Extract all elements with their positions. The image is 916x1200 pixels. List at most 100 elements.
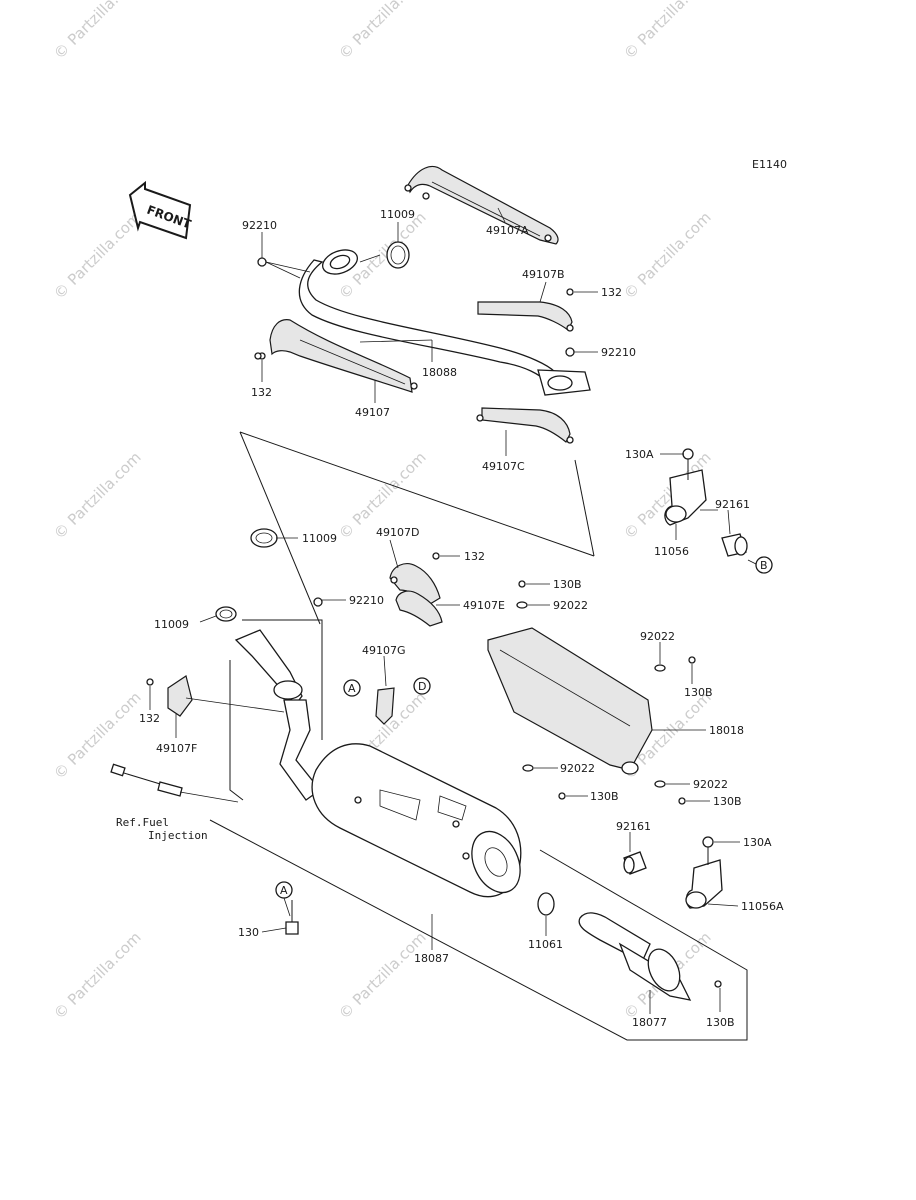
watermark-text: © Partzilla.com: [50, 0, 145, 63]
tail-pipe-18077: [578, 912, 692, 1001]
part-label: 11061: [528, 938, 563, 951]
part-label: 130B: [713, 795, 742, 808]
watermark-text: © Partzilla.com: [335, 928, 430, 1023]
watermark-text: © Partzilla.com: [50, 928, 145, 1023]
callout-a-mid: [343, 679, 361, 697]
heat-guard-49107B: [477, 301, 574, 332]
washer-92022-a: [516, 601, 528, 609]
washer-92022-d: [654, 780, 666, 788]
bolt-130: [285, 900, 299, 935]
head-pipe-18088: [298, 249, 591, 396]
front-pipe: [234, 629, 321, 801]
frame-line: [242, 619, 323, 740]
part-label: 11056A: [741, 900, 784, 913]
washer-92022-c: [522, 764, 534, 772]
part-label: 18077: [632, 1016, 667, 1029]
collar-92161-top: [721, 533, 748, 557]
bracket-11056: [664, 448, 707, 526]
part-label: 49107F: [156, 742, 197, 755]
callout-a-lower-label: A: [280, 884, 288, 897]
part-label: 11056: [654, 545, 689, 558]
bolt-130B-c: [558, 792, 566, 800]
part-label: 130B: [553, 578, 582, 591]
gasket-11061: [537, 892, 555, 916]
callout-b: [755, 556, 773, 574]
nut-92210-top: [257, 257, 267, 267]
bracket-11056A: [685, 836, 723, 909]
o2-sensor: [110, 763, 183, 797]
frame-line: [239, 431, 321, 625]
gasket-11009-left: [215, 606, 237, 622]
part-label: 49107: [355, 406, 390, 419]
callout-a-mid-label: A: [348, 682, 356, 695]
bolt-130B-bottom: [714, 980, 722, 988]
bolt-132-mid: [432, 552, 440, 560]
diagram-code: E1140: [752, 158, 787, 171]
part-label: 92022: [560, 762, 595, 775]
gasket-11009-mid: [250, 528, 278, 548]
part-label: 11009: [302, 532, 337, 545]
part-label: 49107B: [522, 268, 565, 281]
gasket-11009-mid-inner: [255, 532, 273, 544]
bolt-132-topright: [566, 288, 574, 296]
part-label: 49107A: [486, 224, 529, 237]
part-label: 11009: [154, 618, 189, 631]
part-label: 130B: [706, 1016, 735, 1029]
muffler-18087: [311, 743, 522, 898]
frame-line: [209, 819, 748, 1041]
part-label: 92022: [553, 599, 588, 612]
part-label: 18087: [414, 952, 449, 965]
bolt-130B-right: [688, 656, 696, 664]
front-arrow-icon: FRONT: [128, 180, 194, 240]
part-label: 132: [464, 550, 485, 563]
heat-guard-49107A: [404, 165, 559, 245]
part-label: 130B: [684, 686, 713, 699]
watermark-text: © Partzilla.com: [50, 208, 145, 303]
part-label: 130: [238, 926, 259, 939]
ref-note-line1: Ref.Fuel: [116, 816, 169, 829]
part-label: 130A: [743, 836, 772, 849]
part-label: 92210: [601, 346, 636, 359]
gasket-11009-top-inner: [390, 245, 406, 265]
part-label: 92022: [693, 778, 728, 791]
part-label: 49107C: [482, 460, 525, 473]
watermark-text: © Partzilla.com: [620, 208, 715, 303]
frame-line: [229, 660, 244, 801]
part-label: 132: [601, 286, 622, 299]
part-label: 130A: [625, 448, 654, 461]
nut-92210-right: [565, 347, 575, 357]
heat-guard-49107E: [395, 590, 443, 627]
watermark-text: © Partzilla.com: [620, 0, 715, 63]
callout-b-label: B: [760, 559, 768, 572]
part-label: 49107G: [362, 644, 406, 657]
callout-d: [413, 677, 431, 695]
part-label: 132: [251, 386, 272, 399]
watermark-text: © Partzilla.com: [50, 688, 145, 783]
part-label: 92022: [640, 630, 675, 643]
heat-guard-49107C: [476, 407, 574, 444]
ref-note-line2: Injection: [148, 829, 208, 842]
part-label: 49107D: [376, 526, 419, 539]
heat-guard-49107G: [375, 687, 395, 725]
part-label: 92210: [349, 594, 384, 607]
frame-line: [239, 431, 595, 557]
leader-lines: [149, 207, 757, 1014]
gasket-11009-left-inner: [219, 609, 233, 619]
collar-92161-b: [623, 851, 647, 875]
part-labels: 92210 11009 49107A 49107B 132 92210 1808…: [139, 208, 784, 1029]
watermark-layer: © Partzilla.com © Partzilla.com © Partzi…: [50, 0, 715, 1023]
bolt-132-left: [254, 352, 262, 360]
callout-d-label: D: [418, 680, 426, 693]
part-label: 132: [139, 712, 160, 725]
bolt-130B-mid: [518, 580, 526, 588]
heat-guard-49107F: [167, 675, 193, 717]
bolt-132-lower: [146, 678, 154, 686]
watermark-text: © Partzilla.com: [335, 0, 430, 63]
washer-92022-b: [654, 664, 666, 672]
part-label: 92161: [616, 820, 651, 833]
bolt-130B-d: [678, 797, 686, 805]
part-label: 92210: [242, 219, 277, 232]
part-label: 18018: [709, 724, 744, 737]
